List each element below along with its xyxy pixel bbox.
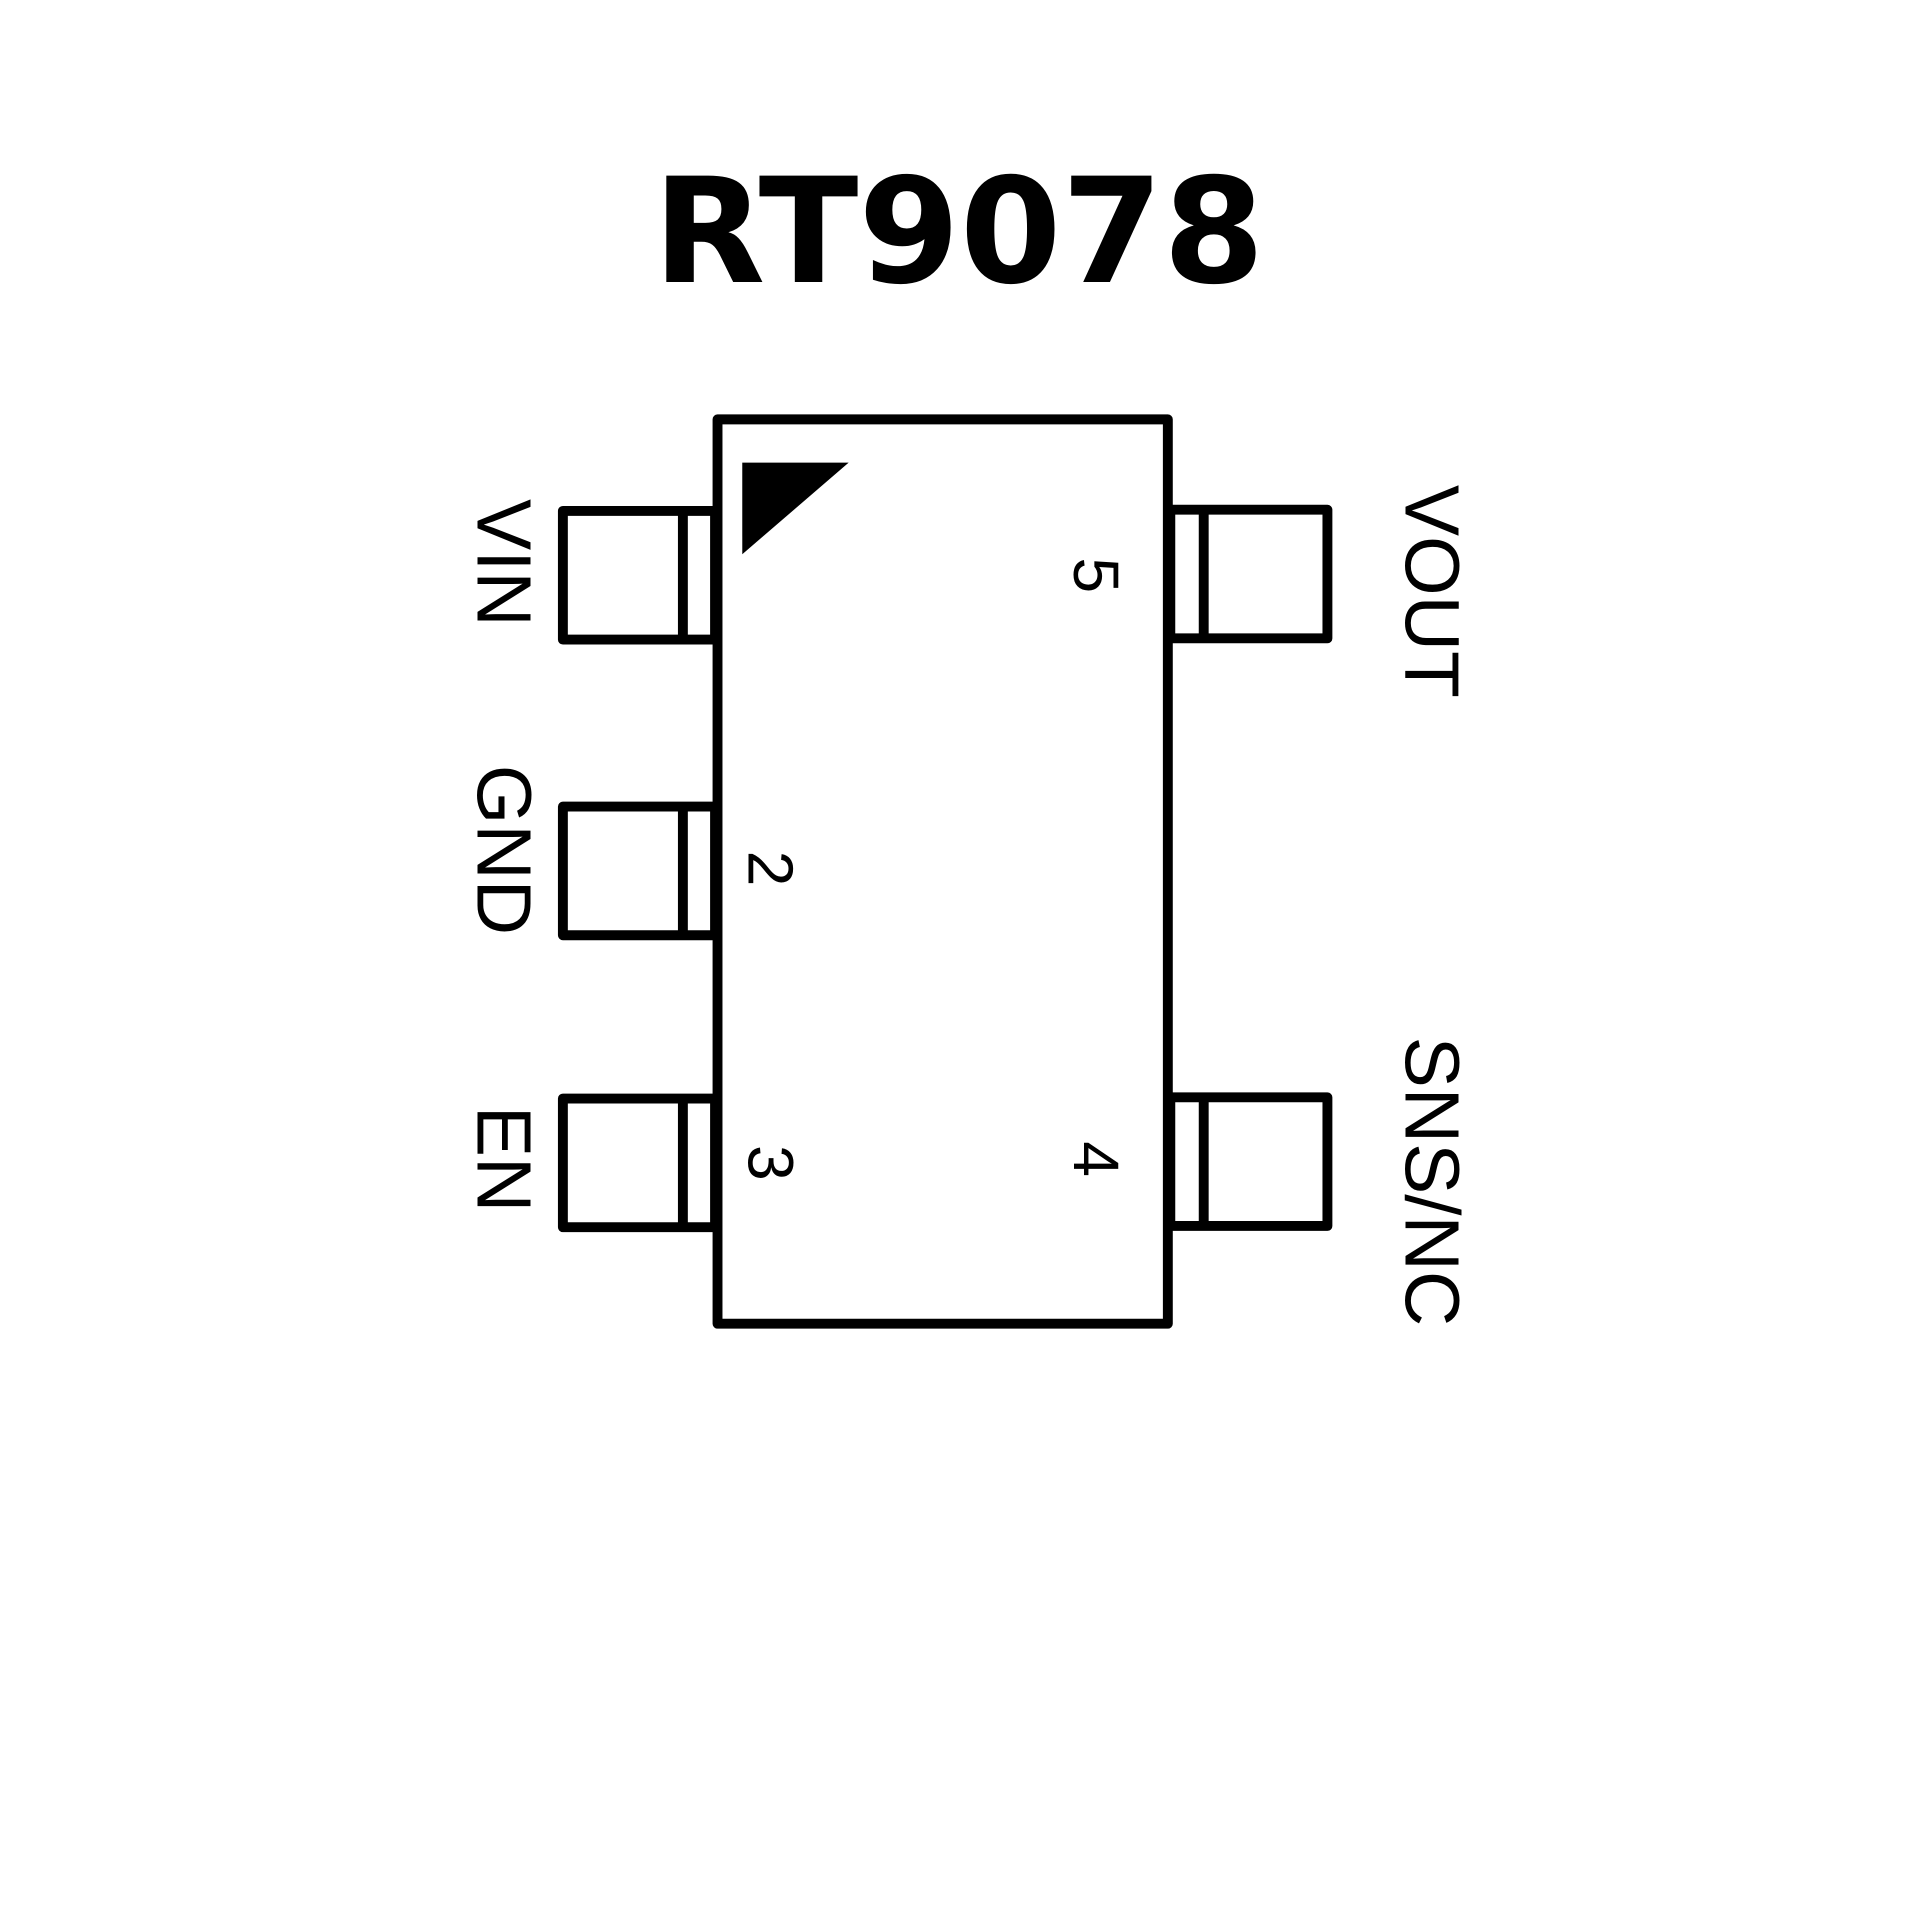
pin-3-lead [557, 1093, 720, 1233]
pin-4-lead [1165, 1092, 1333, 1231]
pin-2-lead [557, 801, 720, 941]
part-title: RT9078 [653, 148, 1265, 317]
pin-number-2: 2 [734, 851, 806, 887]
pin-number-5: 5 [1060, 557, 1132, 593]
pin-label-vin: VIN [461, 499, 546, 627]
pin1-marker-icon [742, 462, 849, 555]
pin-label-sns-nc: SNS/NC [1388, 1037, 1473, 1327]
pin-label-vout: VOUT [1388, 485, 1473, 698]
pin-5-lead [1165, 504, 1333, 644]
pin-number-4: 4 [1060, 1141, 1132, 1177]
pin-label-gnd: GND [461, 765, 546, 935]
pin-number-3: 3 [734, 1145, 806, 1181]
pin-label-en: EN [461, 1106, 546, 1213]
pin-1-lead [557, 505, 720, 645]
